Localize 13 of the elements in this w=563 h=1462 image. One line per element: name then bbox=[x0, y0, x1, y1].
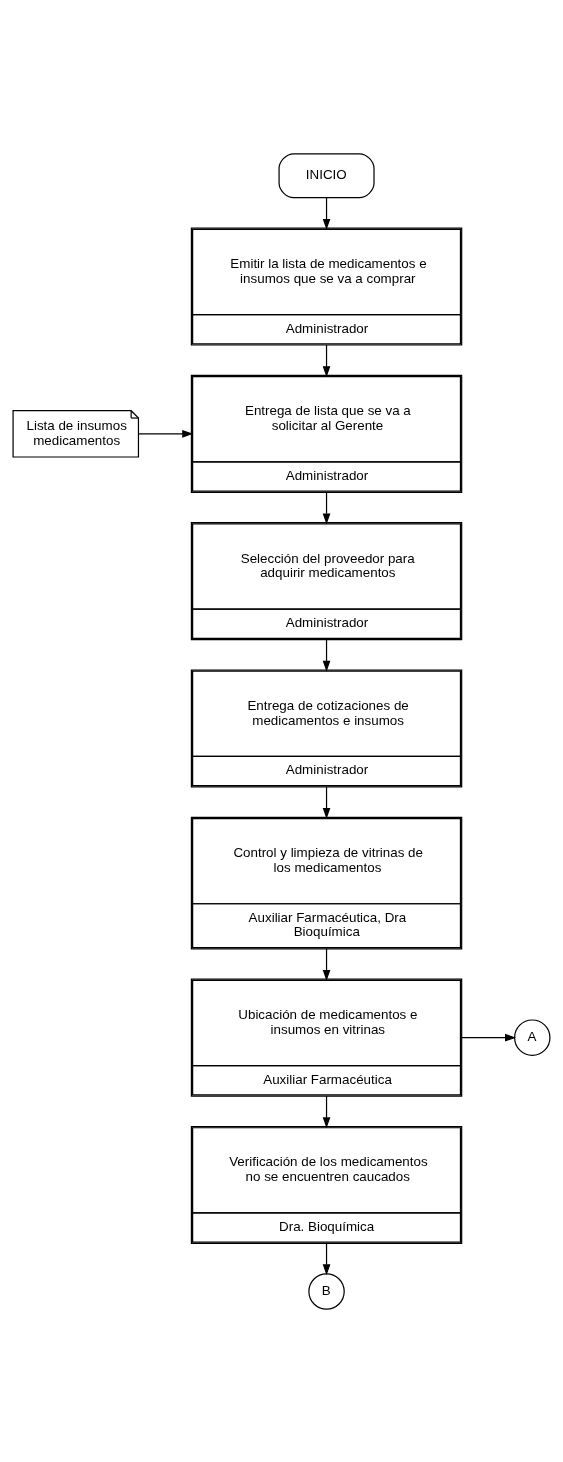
arrow bbox=[322, 947, 331, 981]
arrow bbox=[137, 429, 194, 438]
arrow bbox=[322, 786, 331, 819]
node-box: INICIO bbox=[278, 152, 375, 198]
arrow bbox=[322, 1242, 331, 1275]
node-circle: B bbox=[308, 1272, 345, 1310]
arrow bbox=[322, 1095, 331, 1128]
arrow bbox=[322, 491, 331, 524]
arrow bbox=[322, 196, 331, 230]
node-circle: A bbox=[514, 1018, 551, 1056]
arrow bbox=[322, 638, 331, 672]
arrow bbox=[461, 1033, 516, 1041]
arrow bbox=[322, 343, 331, 377]
